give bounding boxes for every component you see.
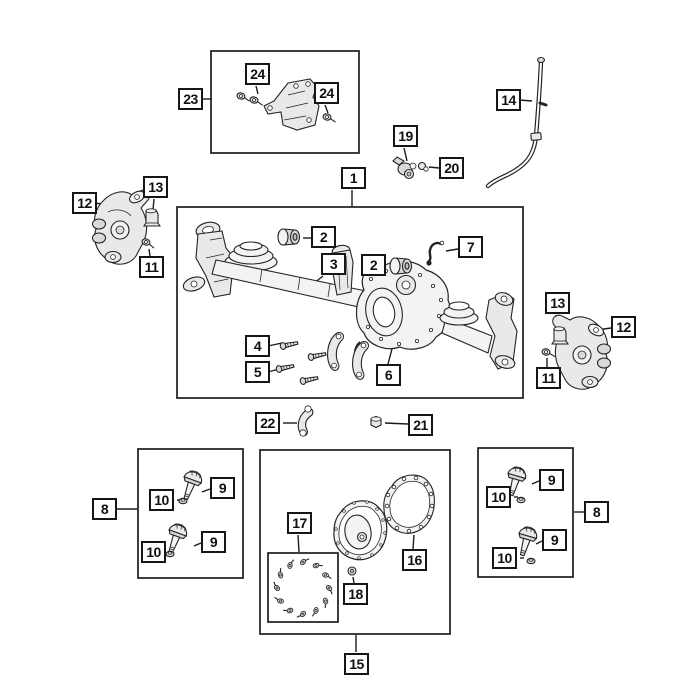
callout-6[interactable]: 6 [376, 364, 401, 386]
nut-drawing [370, 415, 382, 429]
axle-bushing-icon [277, 228, 301, 246]
sensor-drawing [392, 156, 417, 180]
callout-3[interactable]: 3 [321, 253, 346, 275]
cover-gasket-drawing [383, 474, 435, 534]
retainer-clip-drawing [417, 161, 429, 172]
callout-11-left[interactable]: 11 [139, 256, 164, 278]
steering-knuckle-right-drawing [552, 314, 612, 390]
callout-19[interactable]: 19 [393, 125, 418, 147]
diff-cover-drawing [333, 500, 388, 561]
ball-joint-nut-icon [526, 557, 536, 565]
retainer-clamp-icon [327, 332, 345, 372]
callout-2-a[interactable]: 2 [311, 226, 336, 248]
ball-joint-nut-icon [178, 497, 188, 505]
callout-9-left-b[interactable]: 9 [201, 531, 226, 553]
callout-20[interactable]: 20 [439, 157, 464, 179]
callout-4[interactable]: 4 [245, 335, 270, 357]
callout-9-right-a[interactable]: 9 [539, 469, 564, 491]
knuckle-bolt-icon [140, 237, 157, 249]
callout-14[interactable]: 14 [496, 89, 521, 111]
retainer-clamp-icon [352, 341, 370, 381]
callout-1[interactable]: 1 [341, 167, 366, 189]
callout-15[interactable]: 15 [344, 653, 369, 675]
fill-plug-drawing [347, 566, 357, 576]
callout-16[interactable]: 16 [402, 549, 427, 571]
callout-18[interactable]: 18 [343, 583, 368, 605]
group-box-bracket-kit [210, 50, 360, 154]
steering-knuckle-left-drawing [91, 189, 150, 265]
axle-assembly-drawing [182, 221, 518, 370]
callout-23[interactable]: 23 [178, 88, 203, 110]
axle-bushing-icon [389, 257, 413, 275]
callout-13-right[interactable]: 13 [545, 292, 570, 314]
callout-21[interactable]: 21 [408, 414, 433, 436]
callout-10-right-b[interactable]: 10 [492, 547, 517, 569]
callout-10-left-a[interactable]: 10 [149, 489, 174, 511]
callout-24-a[interactable]: 24 [245, 63, 270, 85]
knuckle-bolt-icon [540, 347, 557, 358]
mount-bracket-drawing [263, 78, 320, 131]
group-box-axle-assembly [176, 206, 524, 399]
ball-joint-nut-icon [165, 550, 175, 558]
ball-joint-nut-icon [516, 496, 526, 504]
ball-joint-icon [161, 520, 190, 556]
callout-9-right-b[interactable]: 9 [542, 529, 567, 551]
callout-10-left-b[interactable]: 10 [141, 541, 166, 563]
cover-bolts-ring [270, 555, 336, 621]
callout-12-right[interactable]: 12 [611, 316, 636, 338]
callout-12-left[interactable]: 12 [72, 192, 97, 214]
group-box-cover-kit [259, 449, 451, 635]
group-box-balljoint-kit-right [477, 447, 574, 578]
ball-joint-icon [513, 523, 540, 559]
callout-2-b[interactable]: 2 [361, 254, 386, 276]
callout-13-left[interactable]: 13 [143, 176, 168, 198]
callout-22[interactable]: 22 [255, 412, 280, 434]
callout-8-left[interactable]: 8 [92, 498, 117, 520]
vent-fitting-drawing [426, 240, 445, 266]
callout-8-right[interactable]: 8 [584, 501, 609, 523]
callout-24-b[interactable]: 24 [314, 82, 339, 104]
callout-10-right-a[interactable]: 10 [486, 486, 511, 508]
ball-joint-icon [176, 467, 205, 503]
group-box-cover-bolts [267, 552, 339, 623]
callout-17[interactable]: 17 [287, 512, 312, 534]
callout-11-right[interactable]: 11 [536, 367, 561, 389]
callout-5[interactable]: 5 [245, 361, 270, 383]
vent-tube-drawing [485, 56, 548, 189]
callout-7[interactable]: 7 [458, 236, 483, 258]
hose-clip-drawing [297, 405, 314, 437]
callout-9-left-a[interactable]: 9 [210, 477, 235, 499]
knuckle-bushing-icon [143, 208, 161, 227]
mount-bolt-icon [275, 339, 327, 386]
group-box-balljoint-kit-left [137, 448, 244, 579]
